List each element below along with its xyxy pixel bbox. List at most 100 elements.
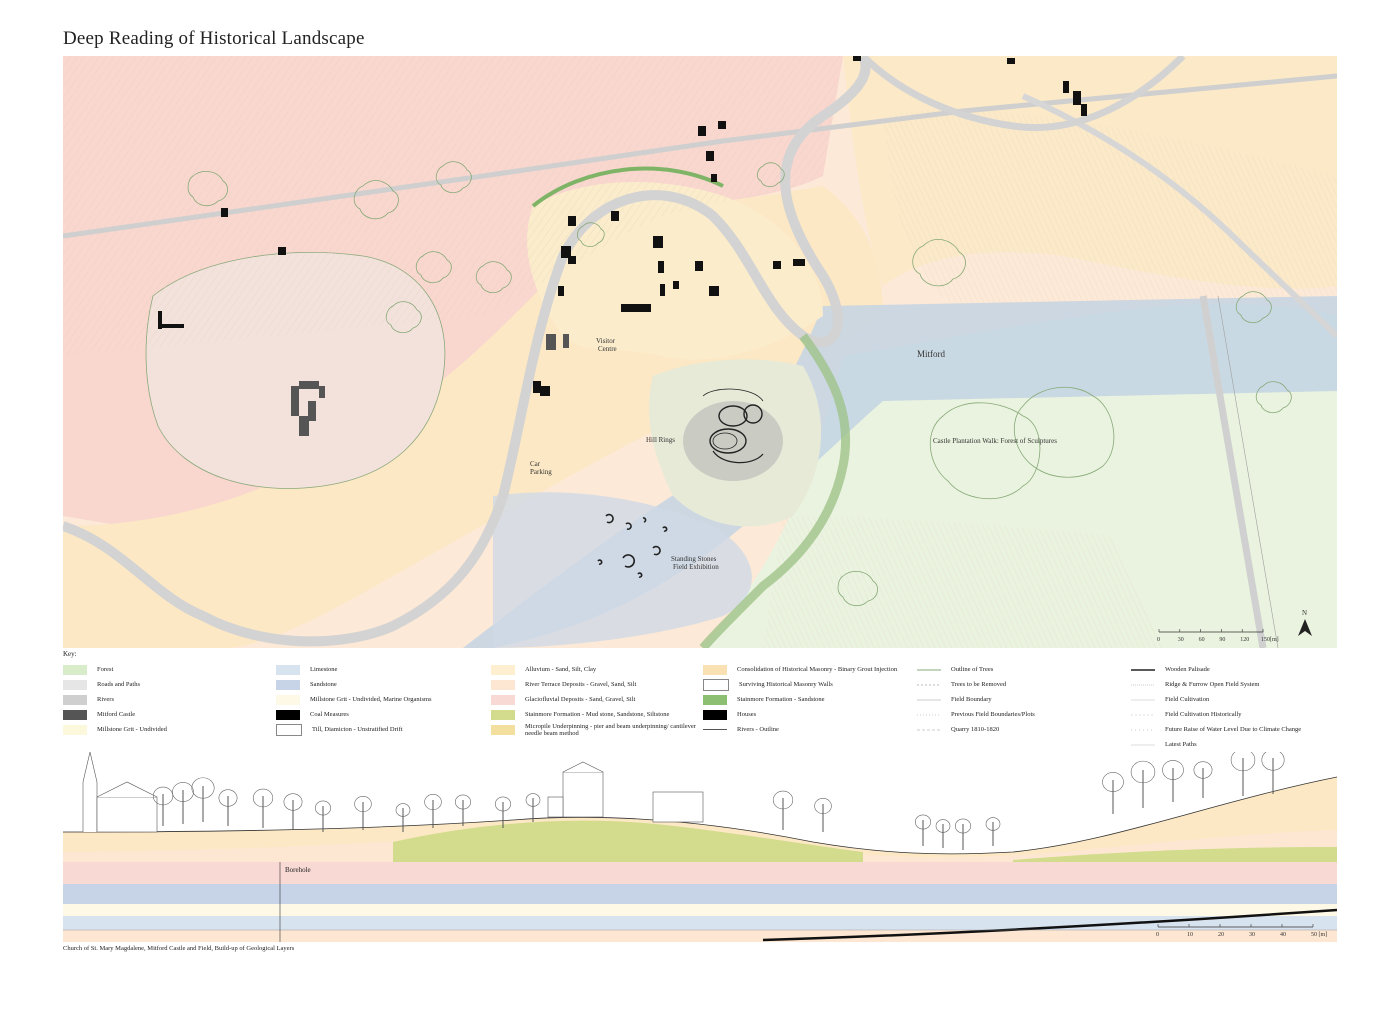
scale-tick-label: 0 [1157,637,1160,643]
tree-icon [1130,760,1156,784]
legend-swatch [276,679,300,690]
legend-swatch [703,694,727,705]
legend-line-swatch [1131,684,1155,685]
legend-item: Alluvium - Sand, Silt, Clay [491,662,705,677]
legend-item: Quarry 1810-1820 [917,722,1035,737]
legend-label: Field Cultivation Historically [1165,711,1242,718]
legend-swatch [63,709,87,720]
section-trees [152,752,1285,850]
figure-caption: Church of St. Mary Magdalene, Mitford Ca… [63,945,295,952]
legend-item: Ridge & Furrow Open Field System [1131,677,1301,692]
layer-limestone [63,916,1337,930]
legend-item: Roads and Paths [63,677,167,692]
legend-column-interventions: Consolidation of Historical Masonry - Bi… [703,662,897,737]
road-east [1021,93,1337,339]
main-road [63,73,1337,239]
legend-label: Millstone Grit - Undivided, Marine Organ… [310,696,432,703]
standing-stones-field [493,492,752,648]
legend-item: Millstone Grit - Undivided [63,722,167,737]
legend-label: Coal Measures [310,711,349,718]
legend-item: Rivers - Outline [703,722,897,737]
label-visitor-centre-1: Visitor [596,337,616,345]
legend-line-swatch [917,729,941,730]
tree-icon [172,782,194,802]
legend-line-swatch [917,699,941,700]
legend-item: Till, Diamicton - Unstratified Drift [276,722,432,737]
legend-label: Glaciofluvial Deposits - Sand, Gravel, S… [525,696,636,703]
tree-icon [1261,752,1285,771]
tree-icon [191,777,215,799]
legend-line-swatch [917,669,941,670]
legend-item: Field Boundary [917,692,1035,707]
legend-swatch [703,709,727,720]
legend-item: Field Cultivation [1131,692,1301,707]
river-wansbeck [63,56,871,647]
tree-icon [1230,752,1256,772]
label-castle-plantation: Castle Plantation Walk: Forest of Sculpt… [933,437,1057,445]
legend-label: Roads and Paths [97,681,140,688]
legend-label: Stainmore Formation - Sandstone [737,696,825,703]
scale-tick-label: 30 [1249,932,1255,938]
legend-line-swatch [1131,668,1155,671]
castle-mound [683,401,783,481]
legend-swatch [63,664,87,675]
legend-item: Surviving Historical Masonry Walls [703,677,897,692]
tree-icon [354,796,372,812]
legend-item: Stainmore Formation - Sandstone [703,692,897,707]
legend-label: Mitford Castle [97,711,136,718]
label-visitor-centre-2: Centre [598,345,617,353]
legend-swatch [491,664,515,675]
legend-label: Micropile Underpinning - pier and beam u… [525,722,696,737]
legend-line-swatch [1131,729,1155,730]
borehole-label: Borehole [285,866,311,874]
tree-icon [218,789,238,807]
page-title: Deep Reading of Historical Landscape [63,28,365,49]
legend-key-title: Key: [63,650,77,658]
legend-swatch [276,694,300,705]
scale-tick-label: 60 [1199,637,1205,643]
legend-label: Rivers [97,696,114,703]
legend-label: Field Cultivation [1165,696,1210,703]
legend-label: Previous Field Boundaries/Plots [951,711,1035,718]
label-car-parking-2: Parking [530,468,552,476]
legend-label: Sandstone [310,681,337,688]
legend-label: Alluvium - Sand, Silt, Clay [525,666,597,673]
church-outline [82,752,158,833]
tree-icon [525,793,541,807]
tree-icon [424,794,442,810]
site-map[interactable]: Visitor Centre Mitford Hill Rings Car Pa… [63,56,1337,648]
tree-icon [814,798,832,814]
tree-icon [395,803,411,817]
legend-swatch [703,664,727,675]
legend-item: Sandstone [276,677,432,692]
legend-item: Field Cultivation Historically [1131,707,1301,722]
scale-tick-label: 120 [1240,637,1249,643]
river-green-edge [699,333,851,648]
legend-line-swatch [917,684,941,685]
tree-icon [1193,761,1213,779]
legend-item: Forest [63,662,167,677]
legend-swatch [491,694,515,705]
legend-item: Stainmore Formation - Mud stone, Sandsto… [491,707,705,722]
legend-swatch [276,723,302,736]
legend-swatch [276,664,300,675]
legend-label: Rivers - Outline [737,726,779,733]
legend-item: Wooden Palisade [1131,662,1301,677]
scale-tick-label: 150[m] [1261,637,1279,643]
mitford-castle-buildings [291,334,569,436]
tree-icon [914,814,931,830]
layer-sandstone [63,884,1337,904]
river-font [860,56,1186,131]
legend-item: Future Raise of Water Level Due to Clima… [1131,722,1301,737]
legend-line-swatch [1131,744,1155,745]
legend-label: Limestone [310,666,338,673]
tree-icon [152,786,174,806]
tree-icon [494,796,511,812]
tree-icon [315,800,332,816]
